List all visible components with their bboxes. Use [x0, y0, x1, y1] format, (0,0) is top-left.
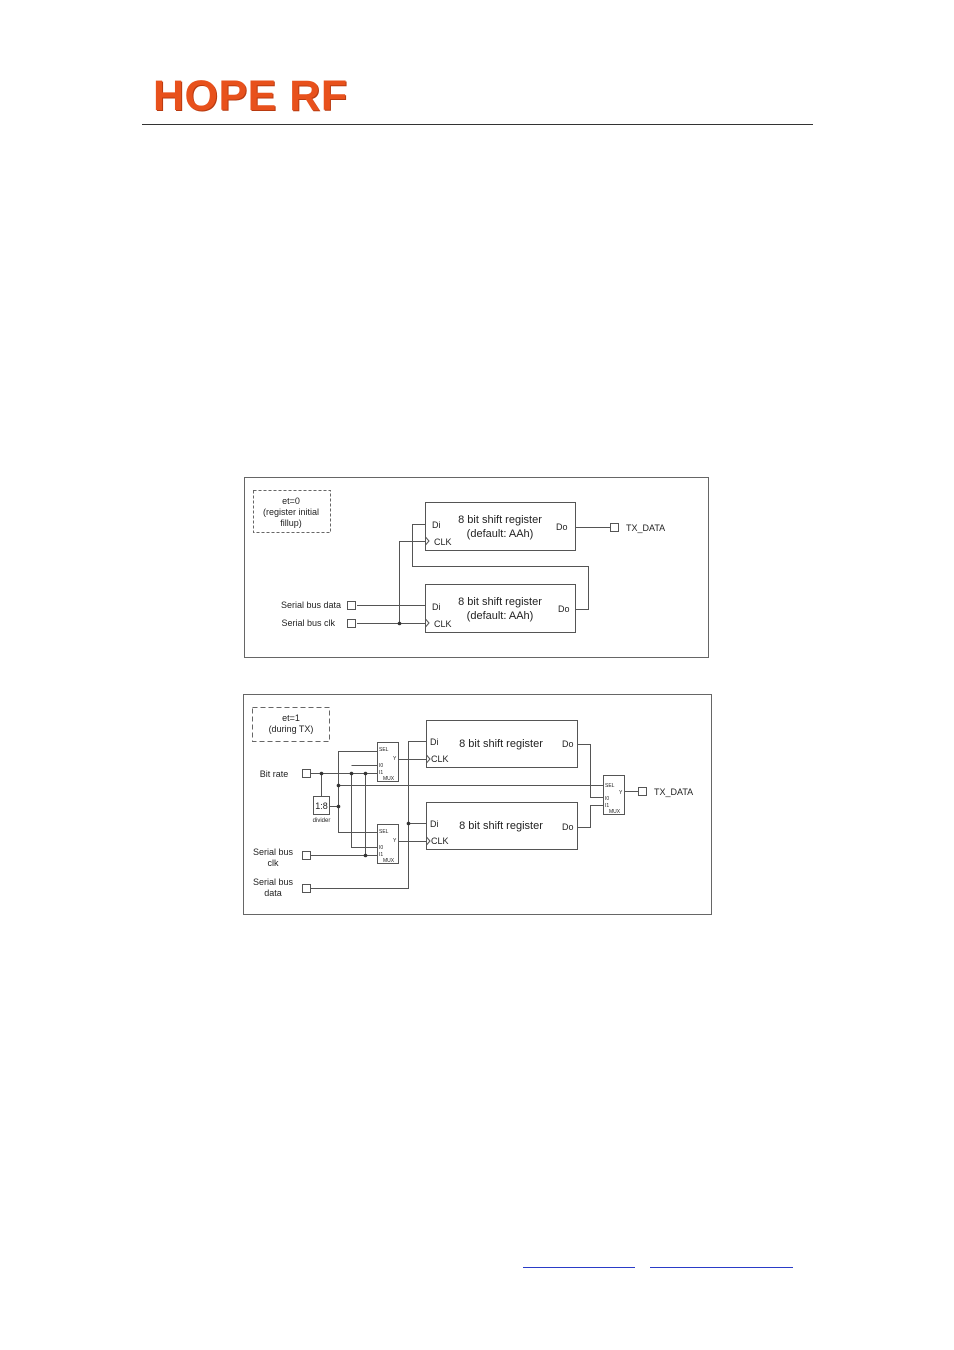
reg-top-do: Do: [556, 522, 568, 532]
shift-register-top-et1: [426, 720, 578, 768]
reg-bottom-clk: CLK: [434, 619, 452, 629]
diagram-et0-frame: [244, 477, 709, 658]
mux-top-i1: I1: [379, 770, 383, 776]
mux-out-i1: I1: [605, 803, 609, 809]
reg-top-et1-do: Do: [562, 739, 574, 749]
tx-data-label: TX_DATA: [626, 523, 665, 533]
company-logo: HOPE RF: [153, 72, 348, 120]
serial-data-port: [347, 601, 356, 610]
reg-top-et1-di: Di: [430, 737, 439, 747]
note-box-et1: [252, 707, 330, 742]
mux-out-name: MUX: [609, 809, 621, 815]
divider-ratio: 1:8: [315, 801, 328, 811]
reg-top-clk: CLK: [434, 537, 452, 547]
tx-data-label-et1: TX_DATA: [654, 787, 693, 797]
serial-clk-label-1: Serial bus: [253, 847, 294, 857]
reg-bottom-di: Di: [432, 602, 441, 612]
reg-top-title: 8 bit shift register: [458, 514, 542, 526]
serial-data-label-2: data: [264, 888, 282, 898]
tx-data-port: [610, 523, 619, 532]
mux-top-y: Y: [393, 756, 397, 762]
reg-bottom-subtitle: (default: AAh): [467, 610, 534, 622]
mux-out-i0: I0: [605, 796, 609, 802]
tx-data-port-et1: [638, 787, 647, 796]
reg-top-et1-title: 8 bit shift register: [459, 738, 543, 750]
bitrate-label: Bit rate: [260, 769, 289, 779]
serial-data-label-1: Serial bus: [253, 877, 294, 887]
mux-top-name: MUX: [383, 776, 395, 782]
note-line2: (register initial: [263, 507, 319, 517]
shift-register-top: [425, 502, 576, 551]
reg-bottom-et1-title: 8 bit shift register: [459, 820, 543, 832]
note-line1: et=0: [282, 496, 300, 506]
note-line3: fillup): [280, 518, 302, 528]
reg-bottom-title: 8 bit shift register: [458, 596, 542, 608]
mux-top-i0: I0: [379, 763, 383, 769]
serial-clk-label: Serial bus clk: [281, 618, 335, 628]
reg-top-di: Di: [432, 520, 441, 530]
mux-top: [377, 742, 399, 782]
mux-bottom-name: MUX: [383, 858, 395, 864]
note-et1-line1: et=1: [282, 713, 300, 723]
reg-bottom-et1-di: Di: [430, 819, 439, 829]
footer-link-1[interactable]: [523, 1267, 635, 1268]
mux-bottom-i1: I1: [379, 852, 383, 858]
mux-out-y: Y: [619, 790, 623, 796]
shift-register-bottom: [425, 584, 576, 633]
reg-bottom-do: Do: [558, 604, 570, 614]
mux-bottom-i0: I0: [379, 845, 383, 851]
mux-bottom-sel: SEL: [379, 829, 389, 835]
serial-data-port-et1: [302, 884, 311, 893]
shift-register-bottom-et1: [426, 802, 578, 850]
note-box: [253, 490, 331, 533]
serial-clk-label-2: clk: [268, 858, 279, 868]
reg-top-subtitle: (default: AAh): [467, 528, 534, 540]
reg-top-et1-clk: CLK: [431, 754, 449, 764]
mux-output: [603, 775, 625, 815]
divider-caption: divider: [313, 818, 331, 824]
serial-data-label: Serial bus data: [281, 600, 341, 610]
serial-clk-port: [347, 619, 356, 628]
reg-bottom-et1-clk: CLK: [431, 836, 449, 846]
diagram-et1-frame: [243, 694, 712, 915]
bitrate-port: [302, 769, 311, 778]
reg-bottom-et1-do: Do: [562, 822, 574, 832]
note-et1-line2: (during TX): [269, 724, 314, 734]
mux-top-sel: SEL: [379, 747, 389, 753]
footer-link-2[interactable]: [650, 1267, 793, 1268]
mux-bottom: [377, 824, 399, 864]
serial-clk-port-et1: [302, 851, 311, 860]
header-rule: [142, 124, 813, 125]
mux-out-sel: SEL: [605, 783, 615, 789]
mux-bottom-y: Y: [393, 838, 397, 844]
